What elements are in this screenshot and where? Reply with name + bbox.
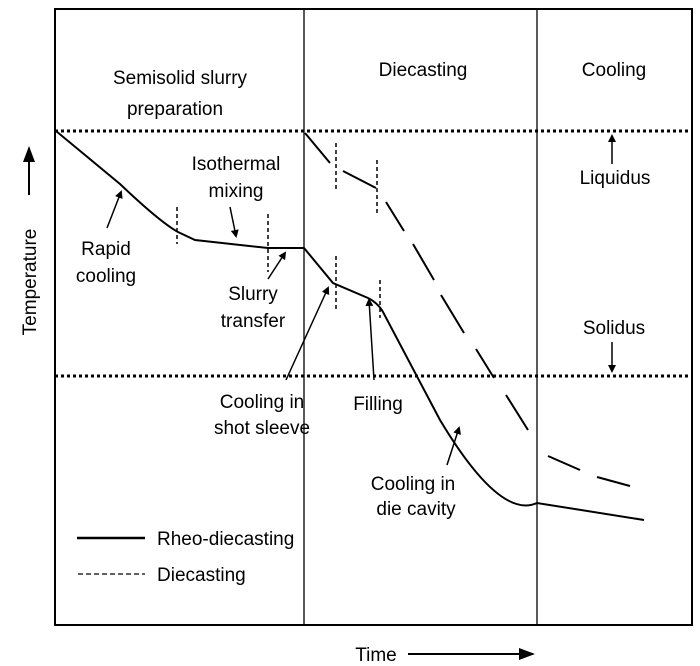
stage-markers <box>176 143 381 318</box>
phase-label-slurry-2: preparation <box>127 99 223 120</box>
phase-label-cooling: Cooling <box>582 60 646 81</box>
annotation-die-cavity-2: die cavity <box>376 499 456 520</box>
x-axis-label: Time <box>355 645 397 666</box>
diecasting-curve <box>304 132 631 487</box>
annotation-rapid-cooling-2: cooling <box>76 266 136 287</box>
annotation-filling: Filling <box>353 394 403 415</box>
annotation-isothermal-1: Isothermal <box>192 154 281 175</box>
annotation-die-cavity-1: Cooling in <box>371 474 456 495</box>
annotation-arrows <box>106 134 616 466</box>
annotation-isothermal-2: mixing <box>209 181 264 202</box>
solidus-label: Solidus <box>583 318 645 339</box>
annotation-slurry-transfer-1: Slurry <box>228 284 278 305</box>
liquidus-label: Liquidus <box>580 168 651 189</box>
annotation-slurry-transfer-2: transfer <box>221 311 286 332</box>
legend-solid-label: Rheo-diecasting <box>157 529 294 550</box>
diagram-frame <box>54 8 693 626</box>
annotation-shot-sleeve-1: Cooling in <box>220 392 305 413</box>
phase-label-diecasting: Diecasting <box>379 60 468 81</box>
rheo-diecasting-curve <box>55 130 645 521</box>
phase-label-slurry-1: Semisolid slurry <box>113 68 248 89</box>
annotation-shot-sleeve-2: shot sleeve <box>214 418 310 439</box>
y-axis-label: Temperature <box>20 229 41 336</box>
annotation-rapid-cooling-1: Rapid <box>81 239 131 260</box>
legend-dashed-label: Diecasting <box>157 565 246 586</box>
